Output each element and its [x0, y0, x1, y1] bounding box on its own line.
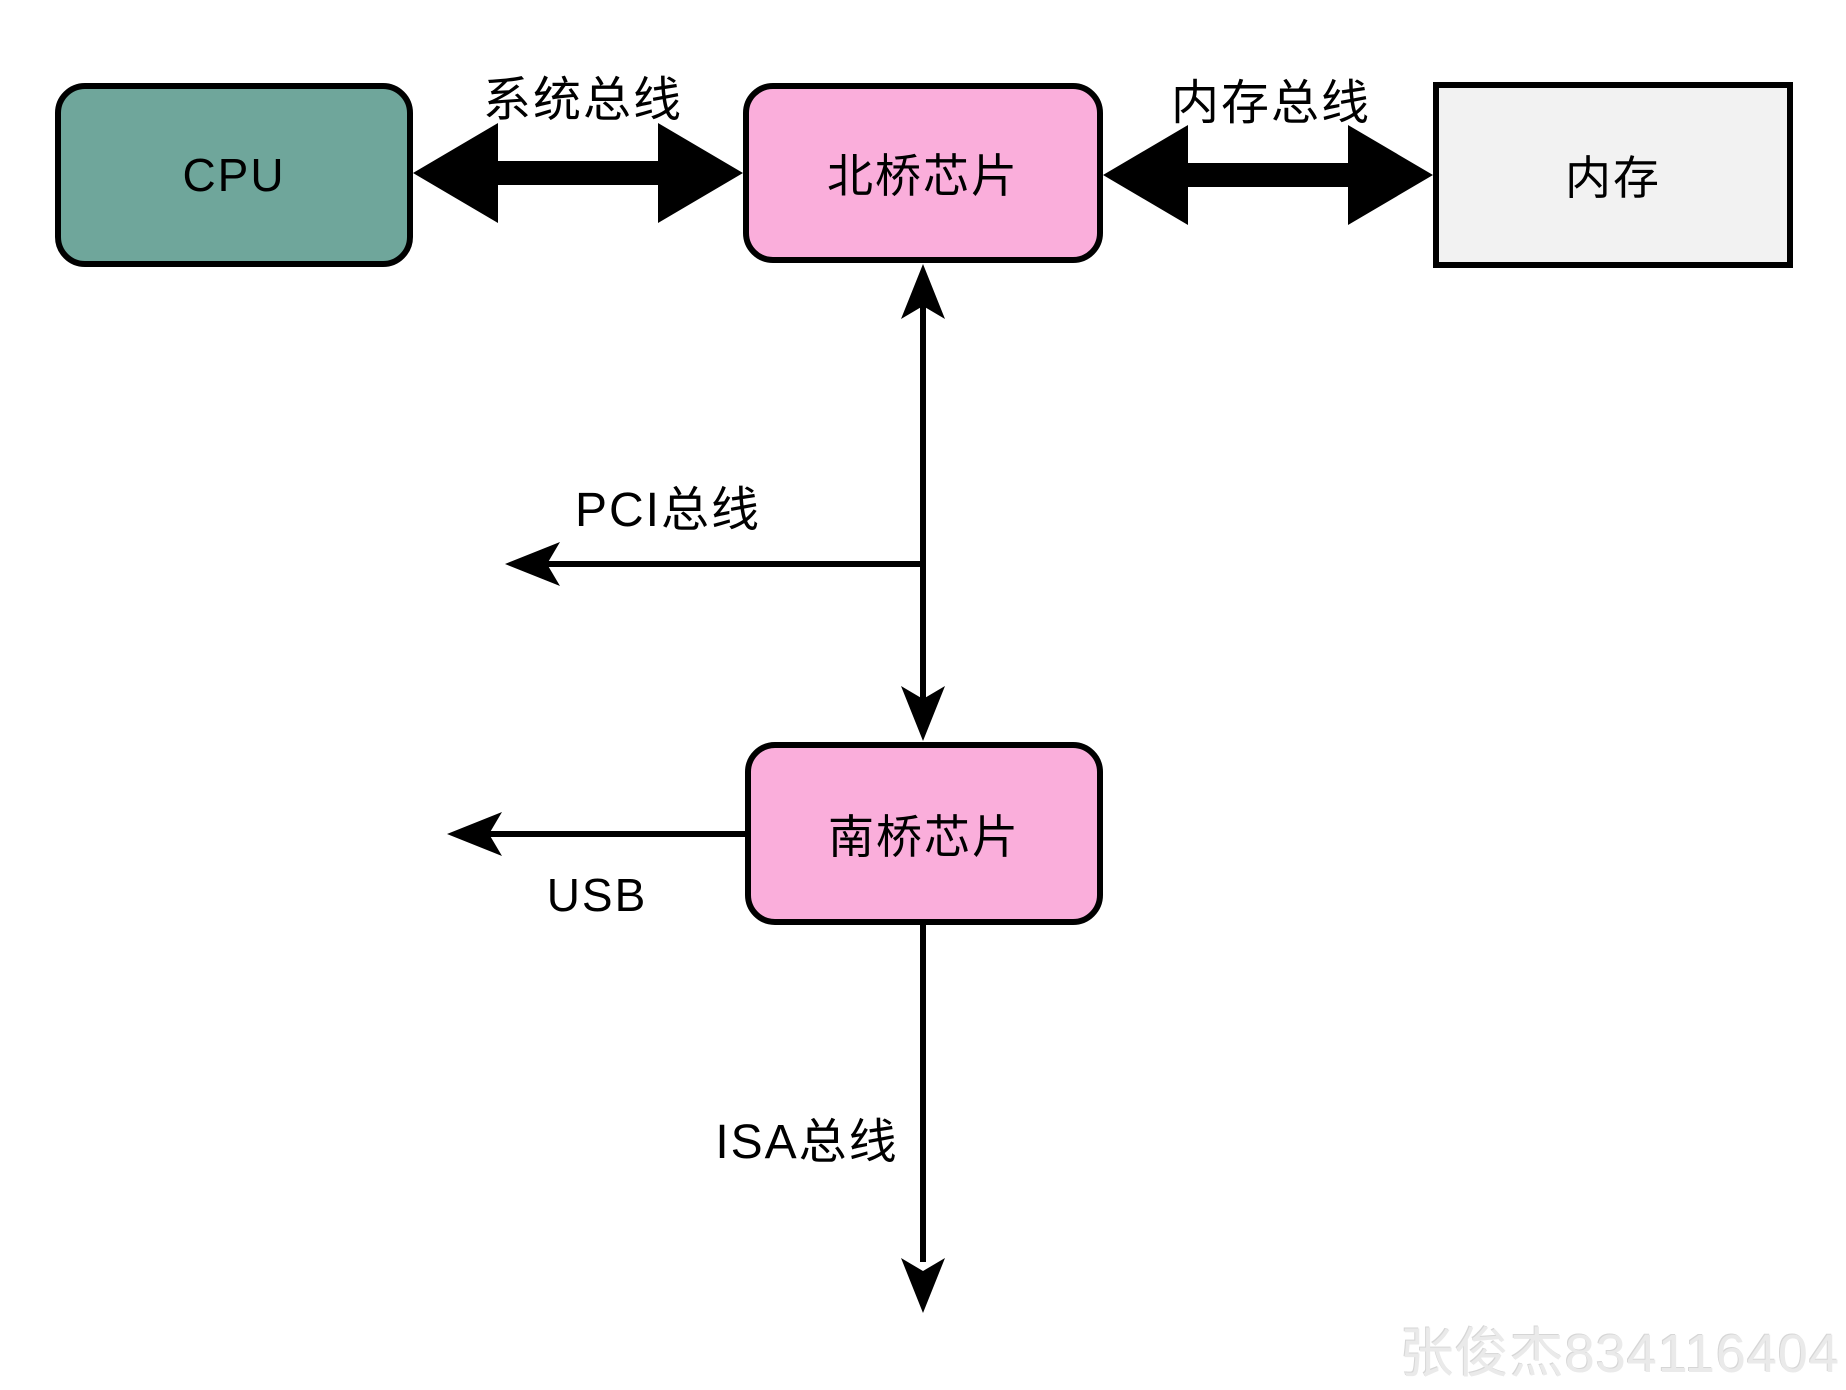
- northbridge-node: 北桥芯片: [743, 83, 1103, 263]
- isa-bus-label: ISA总线: [715, 1116, 899, 1169]
- memory-bus-arrow: [1103, 125, 1433, 225]
- system-bus-label: 系统总线: [482, 74, 684, 127]
- usb-label: USB: [546, 869, 648, 921]
- isa-bus-arrowhead: [901, 1258, 945, 1313]
- pci-bus-arrowhead: [505, 542, 560, 586]
- usb-arrowhead: [447, 812, 502, 856]
- pci-bus-label: PCI总线: [574, 484, 762, 537]
- memory-bus-label: 内存总线: [1170, 77, 1372, 130]
- cpu-node: CPU: [55, 83, 413, 267]
- bridge-link-up-arrowhead: [901, 264, 945, 319]
- southbridge-node: 南桥芯片: [745, 742, 1103, 925]
- watermark-text: 张俊杰834116404: [1399, 1324, 1840, 1384]
- cpu-node-label: CPU: [182, 149, 286, 201]
- northbridge-node-label: 北桥芯片: [827, 150, 1019, 202]
- bridge-link-down-arrowhead: [901, 686, 945, 741]
- memory-node: 内存: [1433, 82, 1793, 268]
- southbridge-node-label: 南桥芯片: [828, 810, 1020, 863]
- memory-node-label: 内存: [1565, 152, 1661, 204]
- system-bus-arrow: [413, 123, 743, 223]
